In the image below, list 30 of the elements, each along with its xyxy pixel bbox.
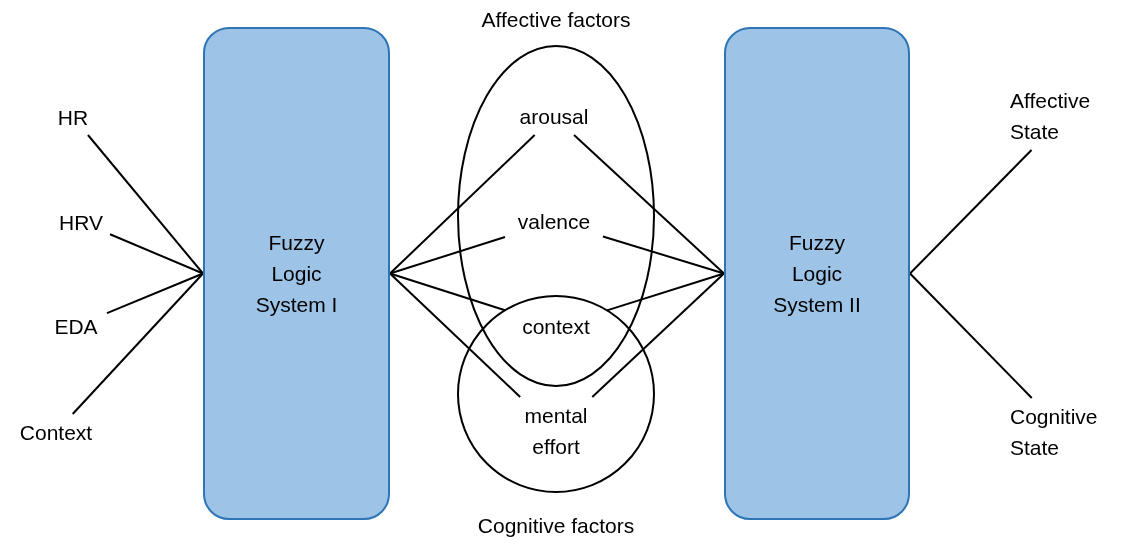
factor-label: Context	[8, 417, 104, 447]
factor-label: EDA	[48, 311, 104, 341]
connector-line	[606, 272, 725, 312]
connector-line	[909, 149, 1033, 275]
factor-label: HRV	[55, 207, 107, 237]
factor-label: context	[508, 311, 604, 342]
factor-label: valence	[508, 206, 600, 237]
group-heading: Cognitive factors	[476, 513, 636, 539]
process-box	[724, 27, 910, 520]
connector-line	[389, 236, 506, 275]
connector-line	[389, 272, 506, 312]
connector-line	[389, 272, 522, 398]
connector-line	[86, 134, 204, 275]
connector-line	[573, 134, 725, 275]
box-label: Fuzzy Logic System I	[254, 230, 339, 318]
factor-label: arousal	[508, 101, 600, 132]
connector-line	[71, 272, 204, 415]
box-label: Fuzzy Logic System II	[772, 230, 862, 318]
connector-line	[591, 272, 725, 398]
process-box	[203, 27, 390, 520]
connector-line	[106, 272, 204, 315]
connector-line	[109, 233, 204, 275]
connector-line	[602, 235, 725, 275]
factor-label: Affective State	[1010, 85, 1120, 147]
factor-label: Cognitive State	[1010, 401, 1120, 463]
connector-line	[389, 134, 536, 275]
factor-label: HR	[53, 102, 93, 132]
factor-label: mental effort	[510, 400, 602, 462]
connector-line	[909, 272, 1033, 399]
group-heading: Affective factors	[480, 7, 632, 33]
